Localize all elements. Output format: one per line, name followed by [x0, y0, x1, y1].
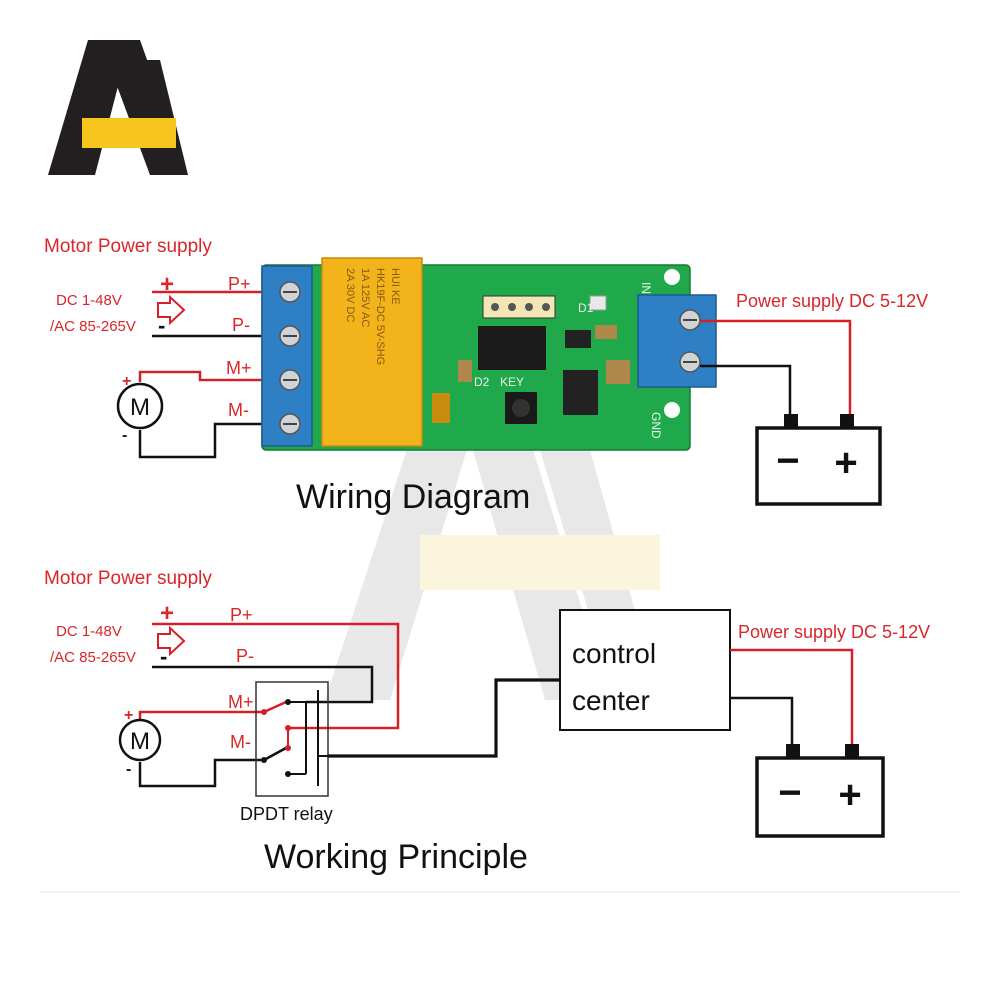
- svg-text:+: +: [834, 441, 857, 485]
- terminal-label-m-plus: M+: [226, 358, 252, 378]
- motor-supply-label-2: Motor Power supply: [44, 568, 212, 589]
- board-label-d1: D1: [578, 301, 594, 315]
- svg-text:-: -: [122, 427, 127, 444]
- plus-sign-2: +: [160, 600, 174, 627]
- wire-power-positive-2: [730, 648, 854, 748]
- wire-p-plus-2: [152, 622, 400, 730]
- battery-icon: − +: [755, 414, 882, 506]
- board-label-key: KEY: [500, 375, 524, 389]
- svg-text:+: +: [122, 373, 131, 390]
- battery-icon: − +: [755, 744, 885, 838]
- svg-text:M: M: [130, 728, 150, 755]
- dpdt-relay-label: DPDT relay: [240, 804, 333, 824]
- working-principle-title: Working Principle: [264, 838, 528, 876]
- wire-control: [328, 678, 560, 758]
- dc-label-2: DC 1-48V: [56, 623, 122, 640]
- terminal-label-p-plus-2: P+: [230, 605, 253, 625]
- board-label-d2: D2: [474, 375, 490, 389]
- terminal-label-m-minus-2: M-: [230, 732, 251, 752]
- wire-m-plus: [138, 370, 290, 382]
- wire-m-minus-2: [138, 758, 264, 788]
- terminal-label-m-plus-2: M+: [228, 692, 254, 712]
- wire-m-minus: [138, 422, 290, 459]
- motor-supply-label: Motor Power supply: [44, 236, 212, 257]
- arrow-icon: [157, 294, 186, 326]
- ac-label-2: /AC 85-265V: [50, 649, 136, 666]
- svg-text:+: +: [124, 707, 133, 724]
- dc-label: DC 1-48V: [56, 292, 122, 309]
- ac-label: /AC 85-265V: [50, 318, 136, 335]
- relay-text-3: 1A 125V AC: [359, 268, 371, 327]
- wire-power-negative-2: [730, 696, 794, 748]
- control-center: control center: [559, 609, 731, 731]
- svg-text:−: −: [778, 771, 801, 815]
- dpdt-relay: [255, 681, 329, 797]
- power-supply-label: Power supply DC 5-12V: [736, 291, 928, 311]
- relay-text-4: 2A 30V DC: [344, 268, 356, 322]
- working-principle: Motor Power supply + DC 1-48V /AC 85-265…: [44, 568, 930, 876]
- arrow-icon: [157, 625, 186, 657]
- wiring-diagram: Motor Power supply + DC 1-48V /AC 85-265…: [44, 236, 928, 516]
- control-center-line2: center: [572, 685, 650, 716]
- terminal-label-m-minus: M-: [228, 400, 249, 420]
- minus-sign-2: -: [160, 644, 167, 669]
- relay-text-1: HUI KE: [389, 268, 401, 305]
- svg-text:+: +: [838, 773, 861, 817]
- plus-sign: +: [160, 271, 174, 298]
- brand-logo: [48, 40, 188, 175]
- motor-icon: M + -: [118, 707, 162, 778]
- svg-text:M: M: [130, 394, 150, 421]
- terminal-label-p-minus: P-: [232, 315, 250, 335]
- svg-text:-: -: [126, 761, 131, 778]
- relay-text-2: HK19F-DC 5V-SHG: [374, 268, 386, 365]
- power-supply-label-2: Power supply DC 5-12V: [738, 622, 930, 642]
- motor-icon: M + -: [116, 373, 164, 444]
- control-center-line1: control: [572, 638, 656, 669]
- terminal-label-p-plus: P+: [228, 274, 251, 294]
- minus-sign: -: [158, 313, 165, 338]
- board-label-gnd: GND: [649, 412, 663, 439]
- wiring-diagram-title: Wiring Diagram: [296, 478, 530, 516]
- svg-text:−: −: [776, 439, 799, 483]
- wire-power-positive: [700, 319, 852, 420]
- wire-m-plus-2: [138, 710, 264, 720]
- wire-power-negative: [700, 364, 792, 420]
- wire-p-minus-2: [152, 665, 374, 704]
- terminal-label-p-minus-2: P-: [236, 646, 254, 666]
- board-label-in: IN: [639, 282, 653, 294]
- pcb-board: HUI KE HK19F-DC 5V-SHG 1A 125V AC 2A 30V…: [261, 257, 717, 451]
